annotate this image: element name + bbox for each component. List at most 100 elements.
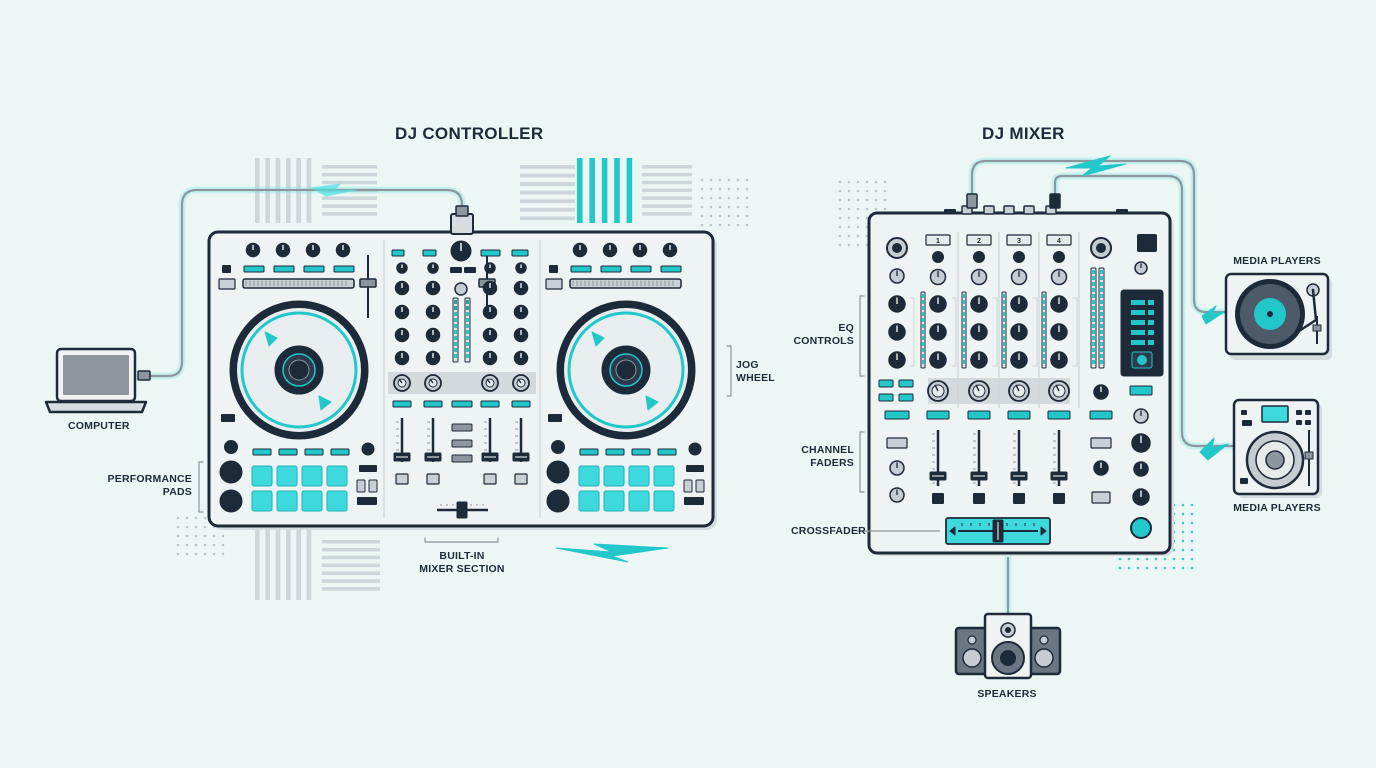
mixer-mic-eq-knob bbox=[888, 295, 906, 313]
mixer-channel-number: 2 bbox=[977, 238, 981, 245]
mixer-channel-number-box bbox=[1046, 234, 1072, 246]
mixer-eq-knob bbox=[1050, 295, 1068, 313]
performance-pad bbox=[326, 465, 348, 487]
cable-mixer-top-player bbox=[968, 157, 1232, 316]
deck-small-button bbox=[356, 479, 366, 493]
mixer-load-button bbox=[480, 249, 501, 257]
mixer-eq-knob bbox=[513, 304, 529, 320]
controller-deck-right bbox=[478, 242, 705, 513]
cable-sparks bbox=[311, 155, 1229, 563]
mixer-mic-eq-knob bbox=[888, 323, 906, 341]
deck-top-knob bbox=[275, 242, 291, 258]
jog-wheel-label-line-1: JOG bbox=[736, 359, 759, 371]
eq-controls-label-line-2: CONTROLS bbox=[793, 335, 854, 347]
pad-mode-button bbox=[579, 448, 599, 456]
crossfader-label: CROSSFADER bbox=[791, 525, 866, 537]
deck-small-button bbox=[221, 414, 235, 422]
mixer-eq-knob bbox=[1010, 323, 1028, 341]
jog-marker bbox=[591, 331, 605, 347]
deck-pitch-fader bbox=[359, 278, 377, 288]
built-in-mixer-bracket bbox=[424, 537, 499, 543]
speaker-left bbox=[954, 626, 990, 676]
controller-crossfader bbox=[456, 501, 468, 519]
performance-pad bbox=[251, 465, 273, 487]
mixer-input-selector bbox=[1053, 251, 1065, 263]
mixer-filter-knob bbox=[968, 380, 990, 402]
mixer-eq-knob bbox=[929, 323, 947, 341]
mixer-eq-knob bbox=[425, 304, 441, 320]
eq-controls-label: EQ CONTROLS bbox=[790, 322, 854, 348]
mixer-small-button bbox=[395, 473, 409, 485]
media-player-cdj bbox=[1232, 398, 1322, 498]
mixer-title: DJ MIXER bbox=[982, 124, 1065, 143]
speakers-label: SPEAKERS bbox=[977, 688, 1037, 700]
jog-wheel-bracket bbox=[726, 345, 732, 397]
pad-mode-button bbox=[631, 448, 651, 456]
controller-channel-fader bbox=[393, 418, 411, 462]
performance-pads-label-line-2: PADS bbox=[162, 486, 192, 498]
deck-sync-button bbox=[219, 489, 243, 513]
deck-shift-button bbox=[545, 278, 563, 290]
mixer-master-knob bbox=[1131, 433, 1151, 453]
mixer-eq-knob bbox=[1050, 351, 1068, 369]
mixer-fader-start-button bbox=[932, 493, 944, 504]
mixer-eq-knob bbox=[394, 350, 410, 366]
cdj-screen bbox=[1261, 405, 1289, 423]
mixer-small-knob bbox=[1093, 384, 1109, 400]
mixer-filter-knob bbox=[481, 374, 499, 392]
deck-top-knob bbox=[245, 242, 261, 258]
mixer-channel-number-box bbox=[966, 234, 992, 246]
mixer-filter-knob bbox=[424, 374, 442, 392]
performance-pad bbox=[276, 465, 298, 487]
deck-top-knob bbox=[602, 242, 618, 258]
mixer-channel-strip: 3 bbox=[1001, 232, 1040, 504]
mixer-channel-fader bbox=[970, 430, 988, 486]
controller-usb-plug bbox=[455, 205, 469, 217]
pad-mode-button bbox=[252, 448, 272, 456]
speaker-right bbox=[1026, 626, 1062, 676]
mixer-booth-knob bbox=[1134, 261, 1148, 275]
jog-marker bbox=[318, 395, 332, 411]
mixer-cue-button bbox=[511, 400, 531, 408]
pad-mode-button bbox=[330, 448, 350, 456]
deck-loop-button bbox=[660, 265, 682, 273]
media-players-bottom-label: MEDIA PLAYERS bbox=[1233, 502, 1321, 514]
laptop-base bbox=[44, 400, 148, 414]
mixer-filter-knob bbox=[393, 374, 411, 392]
mixer-small-knob bbox=[1133, 461, 1149, 477]
deck-top-knob bbox=[632, 242, 648, 258]
channel-faders-label-line-2: FADERS bbox=[810, 457, 854, 469]
mixer-small-knob bbox=[1093, 460, 1109, 476]
eq-controls-label-line-1: EQ bbox=[838, 322, 854, 334]
mixer-trim-knob bbox=[515, 262, 527, 274]
channel-faders-bracket bbox=[859, 431, 865, 493]
mixer-eq-knob bbox=[929, 295, 947, 313]
deck-top-knob bbox=[662, 242, 678, 258]
built-in-mixer-label-line-2: MIXER SECTION bbox=[419, 563, 505, 575]
mixer-eq-knob bbox=[425, 280, 441, 296]
computer-laptop bbox=[44, 347, 151, 414]
mixer-fader-start-button bbox=[1053, 493, 1065, 504]
speaker-tweeter bbox=[967, 635, 977, 645]
mixer-load-button bbox=[391, 249, 405, 257]
pad-mode-button bbox=[278, 448, 298, 456]
mixer-channel-number: 3 bbox=[1017, 238, 1021, 245]
performance-pad bbox=[276, 490, 298, 512]
mixer-channel-fader bbox=[1010, 430, 1028, 486]
performance-pad bbox=[628, 465, 650, 487]
deck-loop-button bbox=[303, 265, 325, 273]
deck-small-button bbox=[222, 265, 231, 273]
mixer-cue-button bbox=[480, 400, 500, 408]
mixer-small-knob bbox=[889, 487, 905, 503]
controller-title: DJ CONTROLLER bbox=[395, 124, 544, 143]
mixer-eq-knob bbox=[513, 350, 529, 366]
mixer-eq-knob bbox=[1010, 295, 1028, 313]
mixer-input-jack bbox=[1003, 205, 1015, 215]
speaker-tweeter bbox=[1039, 635, 1049, 645]
mixer-eq-knob bbox=[482, 304, 498, 320]
mixer-cable-plug bbox=[966, 193, 978, 209]
mixer-eq-knob bbox=[513, 280, 529, 296]
mixer-filter-knob bbox=[512, 374, 530, 392]
mixer-eq-knob bbox=[970, 351, 988, 369]
